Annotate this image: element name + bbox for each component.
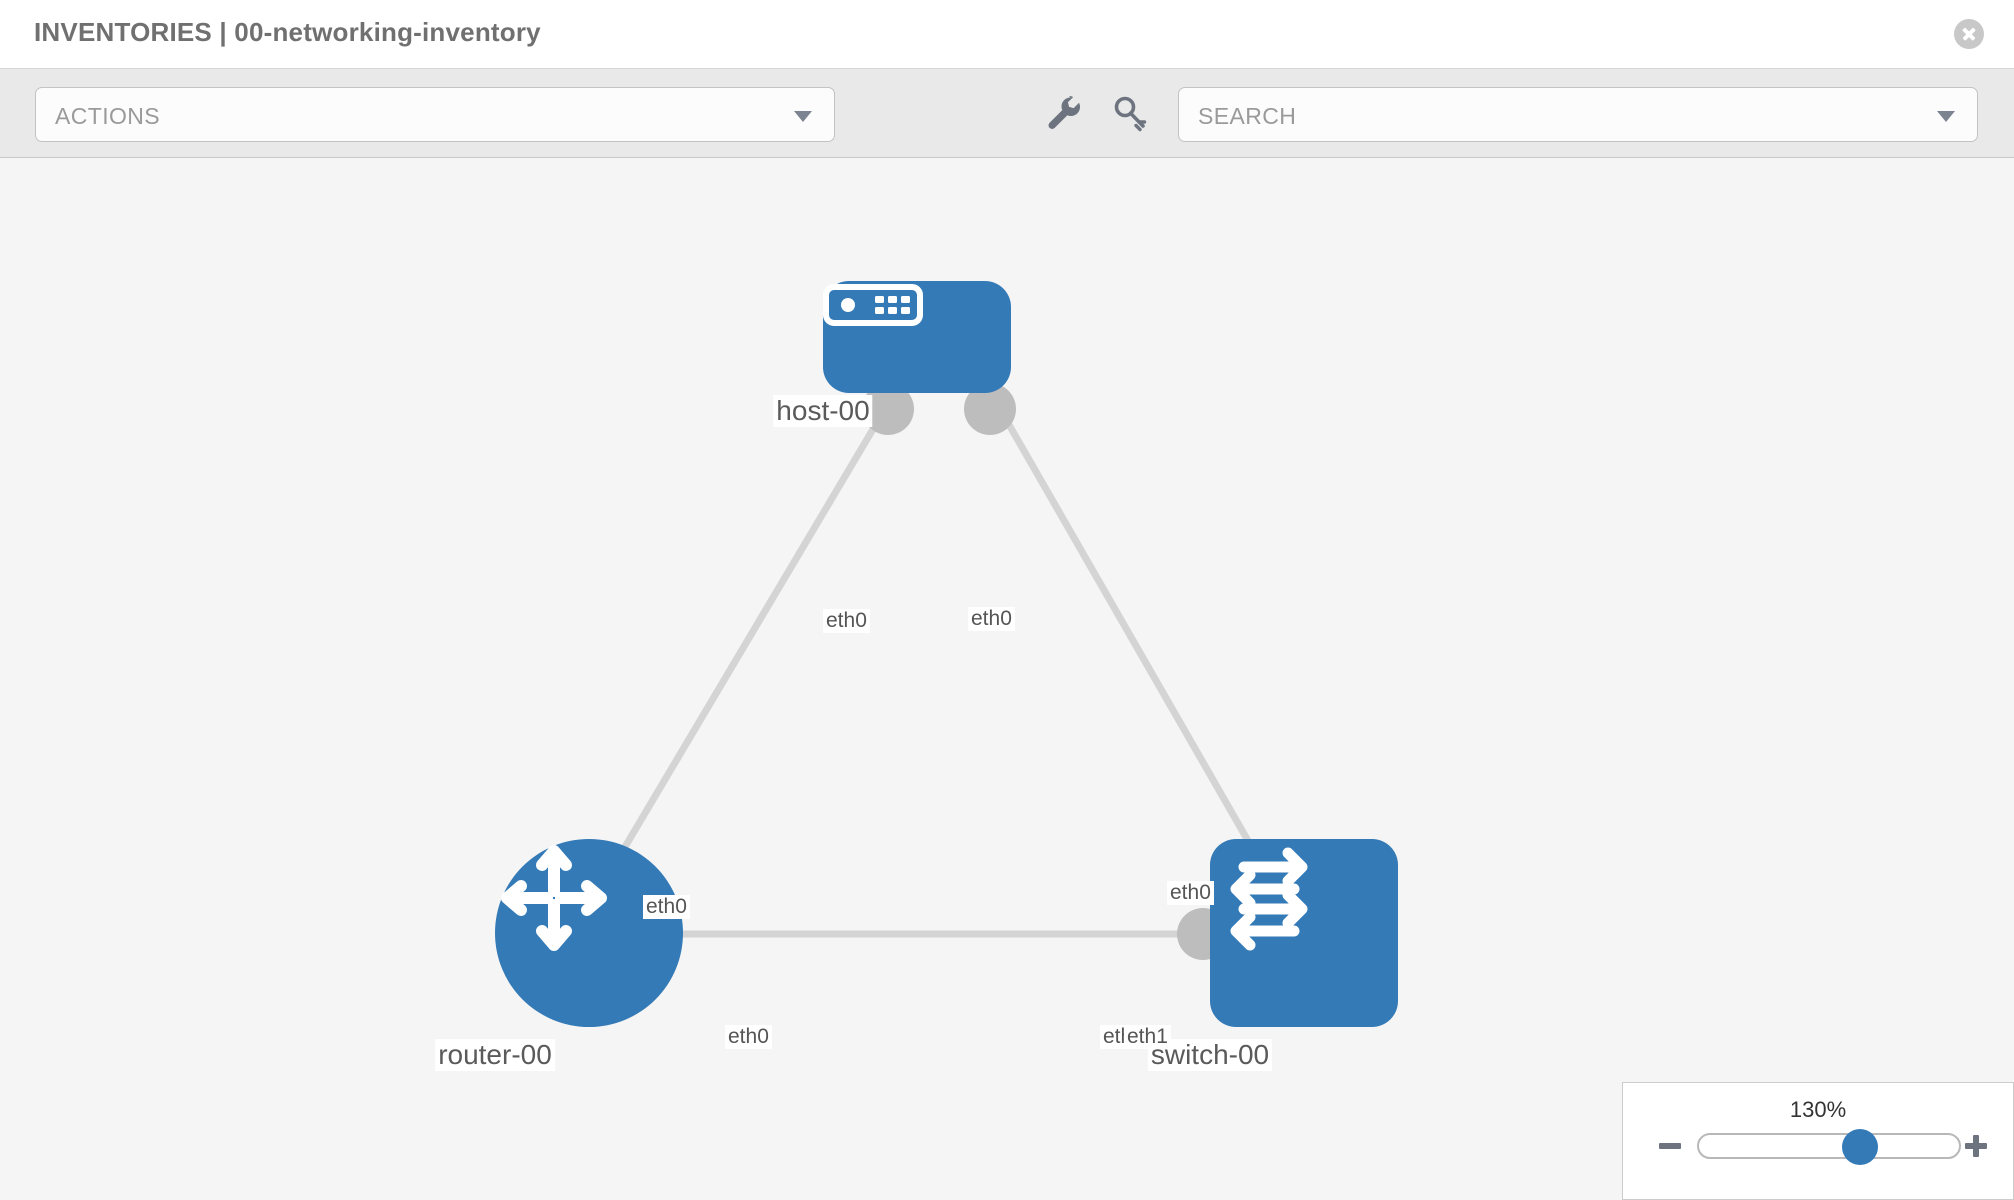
actions-dropdown-label: ACTIONS bbox=[55, 103, 161, 129]
zoom-slider-thumb[interactable] bbox=[1842, 1129, 1879, 1165]
actions-dropdown[interactable]: ACTIONS bbox=[35, 87, 835, 142]
toolbar: ACTIONS SEARCH bbox=[0, 69, 2014, 158]
node-label-host-00: host-00 bbox=[773, 395, 873, 427]
chevron-down-icon bbox=[794, 110, 812, 122]
port-label-switch-left-b: eth1 bbox=[1124, 1025, 1171, 1049]
switch-node-shape[interactable] bbox=[1210, 839, 1398, 1027]
key-icon[interactable] bbox=[1108, 91, 1154, 137]
zoom-out-button[interactable] bbox=[1655, 1131, 1685, 1161]
node-label-router-00: router-00 bbox=[435, 1039, 555, 1071]
zoom-level-value: 130% bbox=[1789, 1097, 1847, 1122]
node-label-switch-00: switch-00 bbox=[1147, 1039, 1273, 1071]
close-icon[interactable] bbox=[1954, 19, 1984, 49]
zoom-slider-track[interactable] bbox=[1697, 1129, 1961, 1165]
port-label-host-right: eth0 bbox=[968, 607, 1015, 631]
router-arrows-icon bbox=[501, 845, 607, 951]
port-label-switch-up: eth0 bbox=[1167, 881, 1214, 905]
server-icon bbox=[823, 284, 923, 326]
topology-graph: host-00 router-00 bbox=[0, 159, 2014, 1200]
port-label-host-left: eth0 bbox=[823, 609, 870, 633]
topology-canvas[interactable]: host-00 router-00 bbox=[0, 159, 2014, 1200]
page-title: INVENTORIES | 00-networking-inventory bbox=[34, 17, 541, 47]
host-node-shape[interactable] bbox=[823, 281, 1011, 393]
wrench-icon[interactable] bbox=[1040, 91, 1086, 137]
zoom-control-panel: 130% bbox=[1622, 1082, 2014, 1200]
search-input[interactable]: SEARCH bbox=[1178, 87, 1978, 142]
search-placeholder: SEARCH bbox=[1198, 103, 1297, 129]
port-label-router-right: eth0 bbox=[725, 1025, 772, 1049]
page-header: INVENTORIES | 00-networking-inventory bbox=[0, 0, 2014, 69]
chevron-down-icon[interactable] bbox=[1937, 110, 1955, 122]
router-node-shape[interactable] bbox=[495, 839, 683, 1027]
zoom-in-button[interactable] bbox=[1961, 1131, 1991, 1161]
switch-arrows-icon bbox=[1230, 847, 1308, 951]
port-label-router-up: eth0 bbox=[643, 895, 690, 919]
